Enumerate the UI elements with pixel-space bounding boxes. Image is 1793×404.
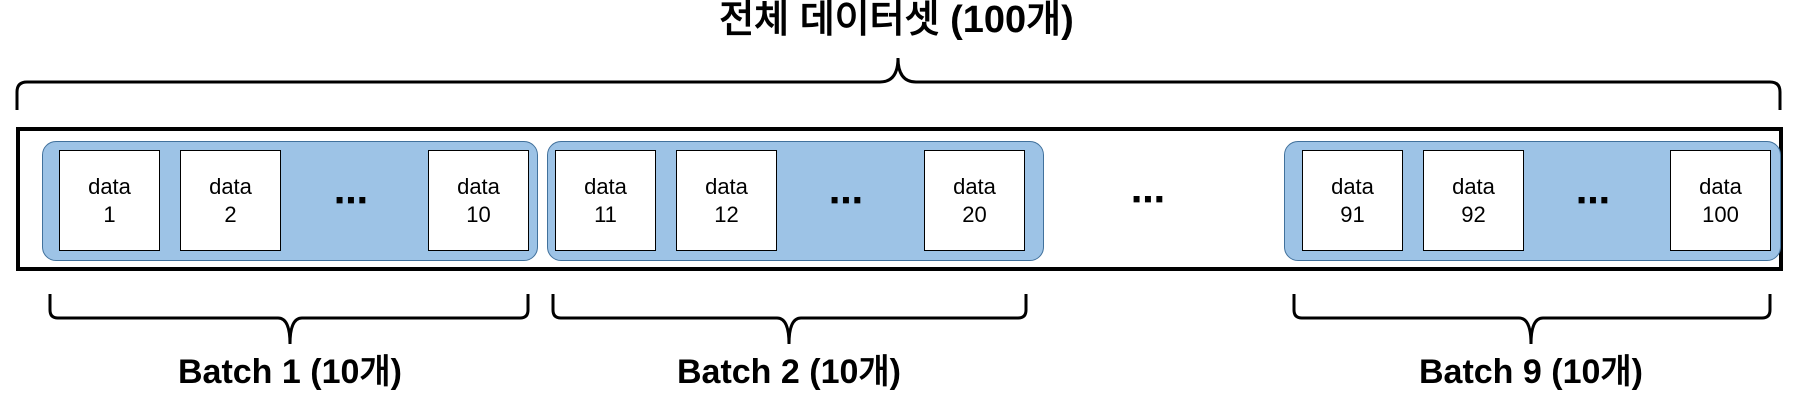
batch-1-brace — [48, 294, 530, 345]
cell-word: data — [584, 173, 627, 199]
cell-number: 11 — [594, 201, 617, 227]
batch-1-group: data 1 data 2 ⋯ data 10 — [42, 141, 538, 261]
data-cell: data 100 — [1670, 150, 1771, 251]
cell-number: 92 — [1461, 201, 1486, 227]
batch-1-label: Batch 1 (10개) — [177, 353, 402, 391]
cell-word: data — [953, 173, 996, 199]
batch-9-brace — [1292, 294, 1772, 345]
ellipsis: ⋯ — [334, 181, 372, 220]
batch-2-group: data 11 data 12 ⋯ data 20 — [547, 141, 1044, 261]
cell-number: 100 — [1702, 201, 1739, 227]
data-cell: data 91 — [1302, 150, 1403, 251]
data-cell: data 1 — [59, 150, 160, 251]
ellipsis: ⋯ — [829, 181, 867, 220]
dataset-title: 전체 데이터셋 (100개) — [719, 0, 1074, 41]
data-cell: data 20 — [924, 150, 1025, 251]
cell-word: data — [457, 173, 500, 199]
data-cell: data 2 — [180, 150, 281, 251]
batches-ellipsis: ⋯ — [1131, 180, 1169, 219]
cell-word: data — [88, 173, 131, 199]
dataset-brace — [15, 57, 1782, 110]
data-cell: data 12 — [676, 150, 777, 251]
cell-number: 20 — [962, 201, 987, 227]
cell-word: data — [1452, 173, 1495, 199]
cell-number: 91 — [1340, 201, 1365, 227]
dataset-box — [16, 127, 1783, 271]
cell-word: data — [1699, 173, 1742, 199]
cell-word: data — [1331, 173, 1374, 199]
ellipsis: ⋯ — [1576, 181, 1614, 220]
data-cell: data 11 — [555, 150, 656, 251]
cell-word: data — [705, 173, 748, 199]
cell-number: 12 — [714, 201, 739, 227]
data-cell: data 10 — [428, 150, 529, 251]
batch-9-group: data 91 data 92 ⋯ data 100 — [1284, 141, 1781, 261]
batch-2-brace — [551, 294, 1028, 345]
cell-number: 10 — [466, 201, 491, 227]
batch-9-label: Batch 9 (10개) — [1418, 353, 1643, 391]
cell-number: 2 — [224, 201, 237, 227]
data-cell: data 92 — [1423, 150, 1524, 251]
batch-2-label: Batch 2 (10개) — [676, 353, 901, 391]
cell-word: data — [209, 173, 252, 199]
cell-number: 1 — [103, 201, 116, 227]
